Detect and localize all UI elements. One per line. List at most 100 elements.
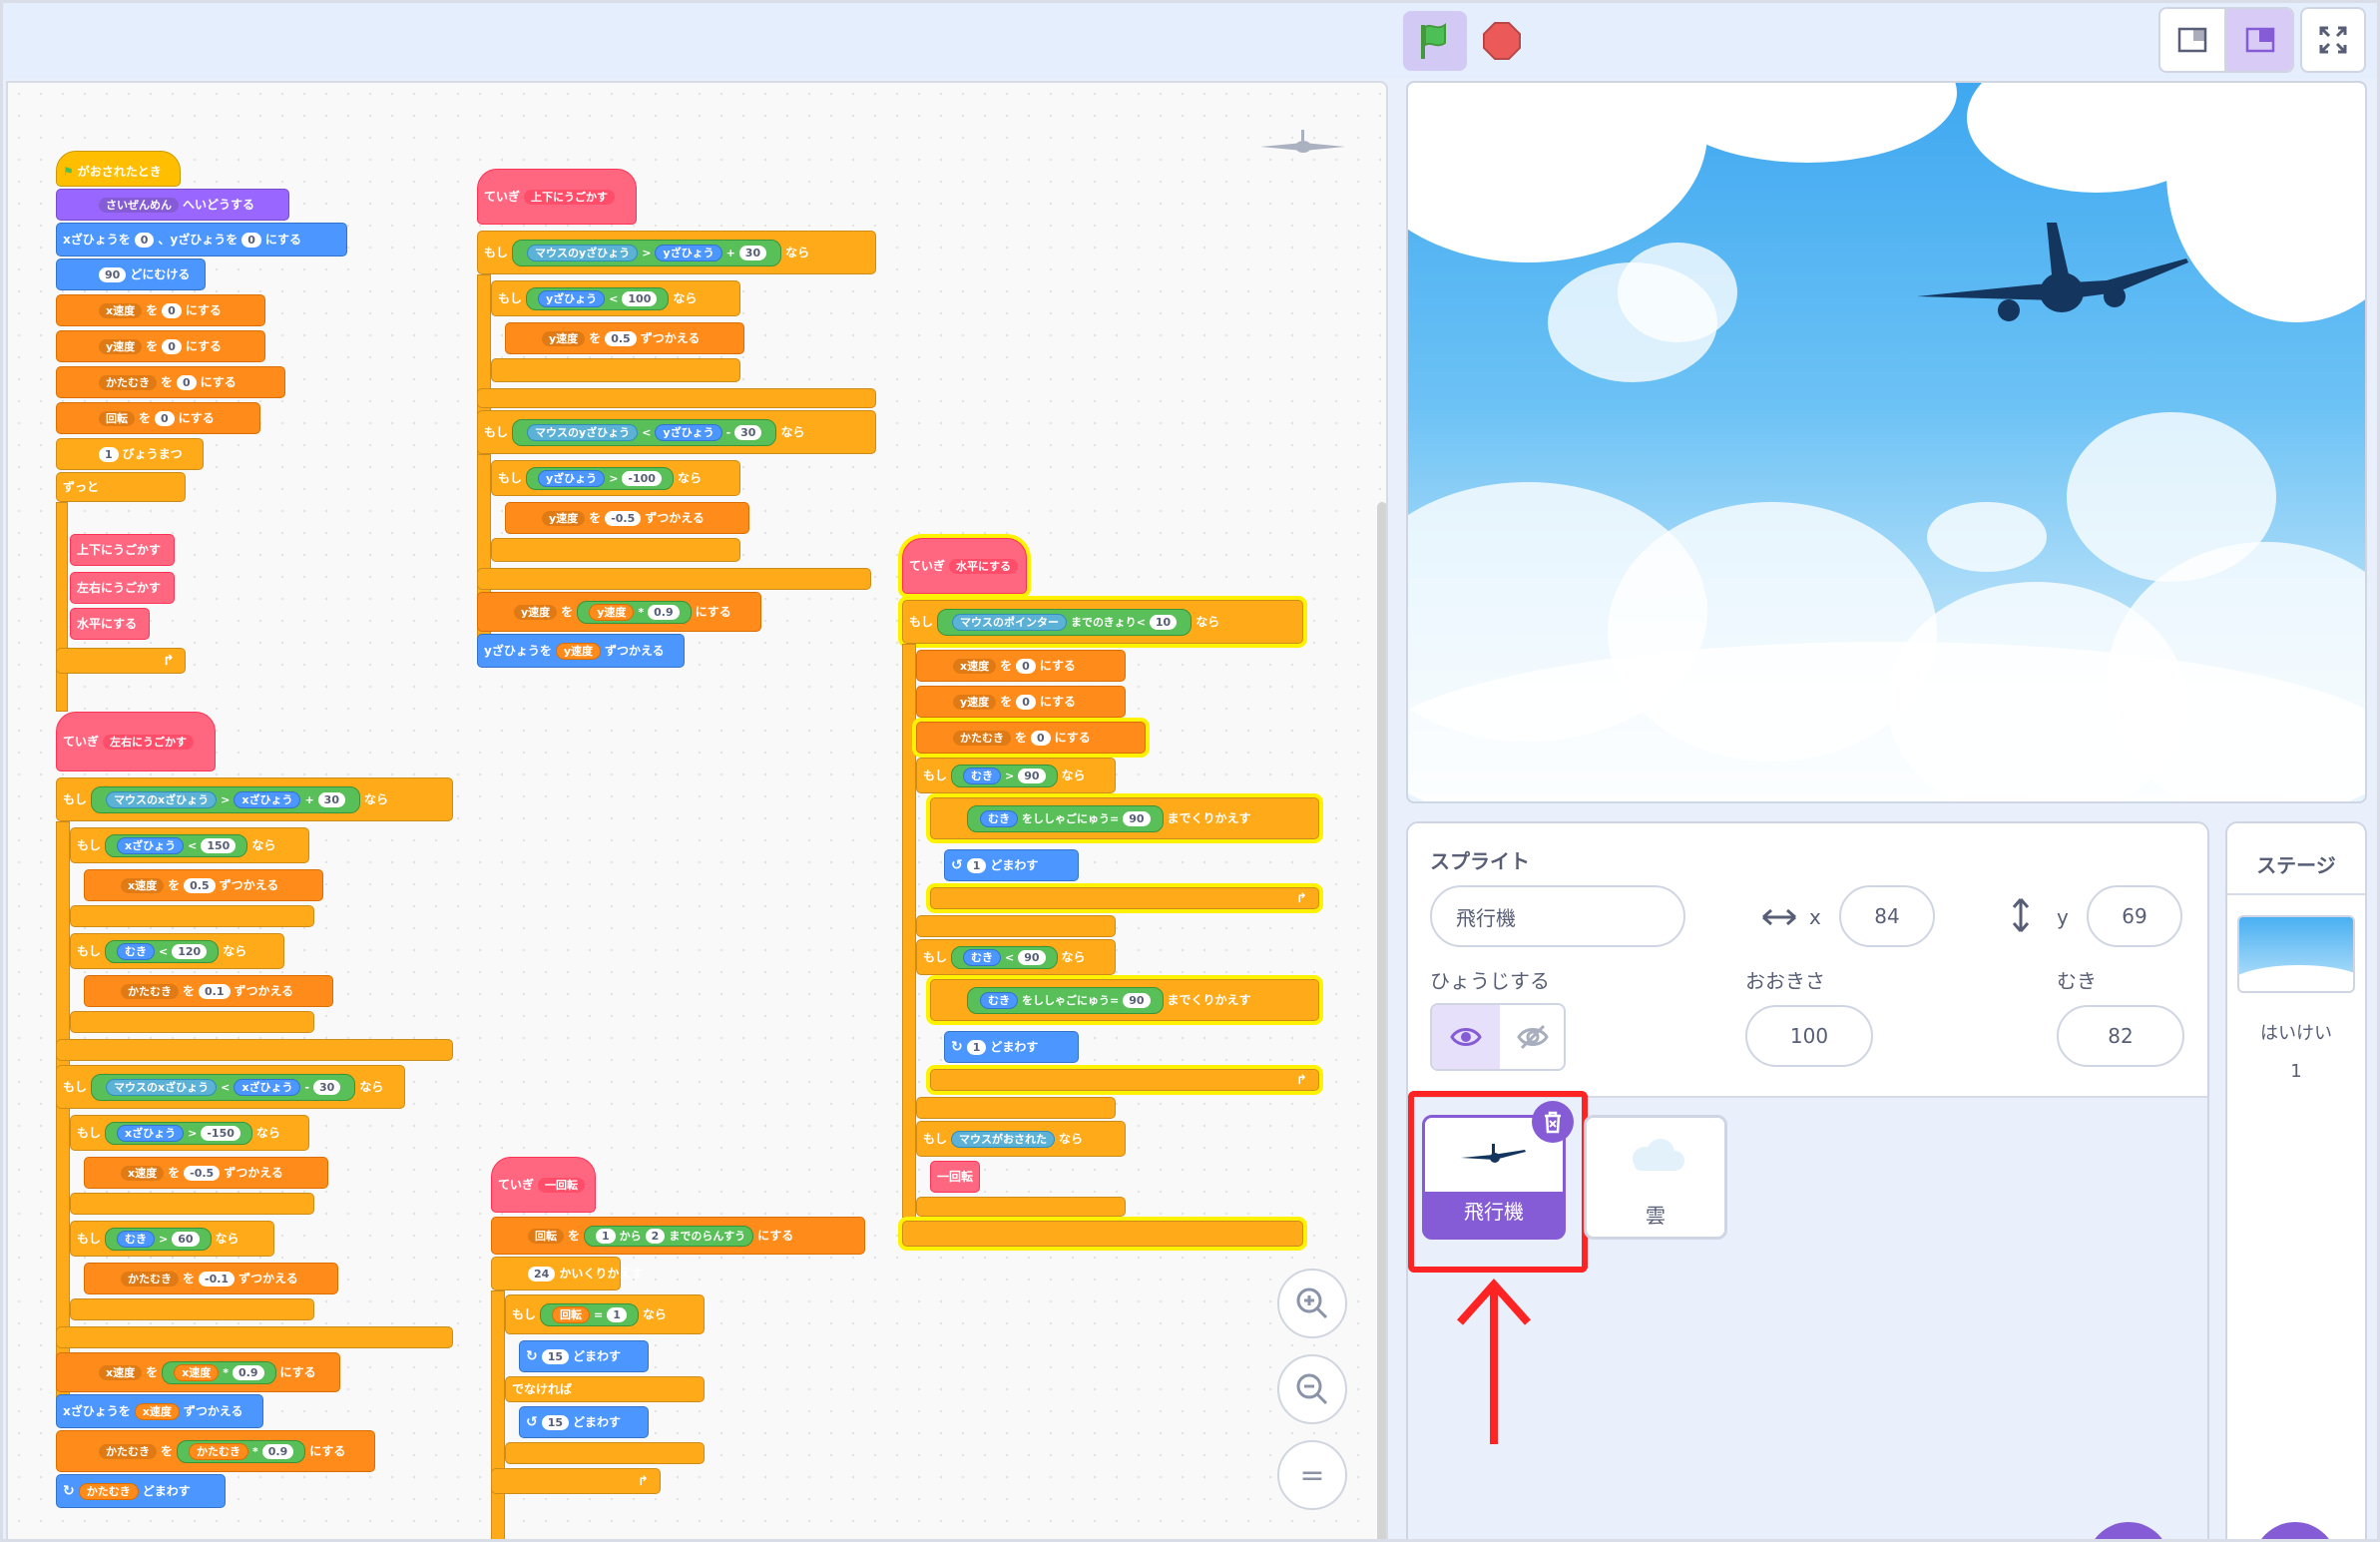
motion-reporter[interactable]: xざひょう xyxy=(234,1078,301,1096)
condition-slot[interactable]: マウスのxざひょう<xざひょう-30 xyxy=(91,1073,356,1101)
motion-reporter[interactable]: むき xyxy=(980,809,1018,827)
value-input[interactable]: 30 xyxy=(313,1079,341,1095)
var-dropdown[interactable]: かたむき xyxy=(99,1443,157,1459)
value-input[interactable]: 30 xyxy=(317,791,345,807)
size-input[interactable]: 100 xyxy=(1745,1005,1873,1067)
call-updown-block[interactable]: 上下にうごかす xyxy=(70,534,175,566)
value-input[interactable]: 0.9 xyxy=(233,1364,264,1380)
if-block[interactable]: もしマウスがおされたなら xyxy=(916,1121,1126,1157)
motion-reporter[interactable]: yざひょう xyxy=(538,289,606,307)
stop-button[interactable] xyxy=(1470,11,1534,71)
delete-sprite-button[interactable] xyxy=(1532,1101,1574,1143)
sensing-reporter[interactable]: マウスのyざひょう xyxy=(527,244,639,261)
motion-reporter[interactable]: むき xyxy=(117,942,156,960)
value-input[interactable]: 30 xyxy=(738,245,767,260)
value-input[interactable]: 0 xyxy=(1016,694,1036,710)
value-input[interactable]: 120 xyxy=(172,943,208,959)
value-input[interactable]: 0.9 xyxy=(261,1443,294,1459)
var-reporter[interactable]: 回転 xyxy=(552,1305,591,1323)
var-reporter[interactable]: x速度 xyxy=(134,1402,180,1420)
value-input[interactable]: 90 xyxy=(1018,768,1046,783)
value-input[interactable]: 0 xyxy=(1016,658,1036,674)
var-dropdown[interactable]: かたむき xyxy=(121,1271,179,1286)
value-input[interactable]: 0 xyxy=(155,410,175,426)
var-reporter[interactable]: かたむき xyxy=(78,1482,139,1500)
normal-stage-button[interactable] xyxy=(2226,9,2292,71)
motion-reporter[interactable]: むき xyxy=(980,991,1018,1009)
show-button[interactable] xyxy=(1432,1005,1500,1069)
go-to-front-block[interactable]: さいぜんめんへいどうする xyxy=(56,189,289,221)
value-input[interactable]: 0.9 xyxy=(648,604,680,620)
condition-slot[interactable]: むき>60 xyxy=(105,1227,212,1251)
value-input[interactable]: -0.1 xyxy=(199,1271,236,1286)
degrees-input[interactable]: 1 xyxy=(966,857,987,873)
value-input[interactable]: 0.5 xyxy=(184,877,216,893)
stage-canvas[interactable] xyxy=(1406,81,2367,803)
condition-slot[interactable]: むきをししゃごにゅう=90 xyxy=(967,986,1164,1014)
zoom-reset-button[interactable]: = xyxy=(1277,1440,1347,1510)
define-updown-block[interactable]: ていぎ上下にうごかす xyxy=(477,169,637,225)
var-dropdown[interactable]: y速度 xyxy=(514,604,558,620)
hide-button[interactable] xyxy=(1500,1005,1564,1069)
sensing-reporter[interactable]: マウスのxざひょう xyxy=(106,790,218,808)
backdrop-thumbnail[interactable] xyxy=(2237,915,2355,993)
sprite-tile-cloud[interactable]: 雲 xyxy=(1584,1115,1727,1240)
var-dropdown[interactable]: y速度 xyxy=(542,510,586,526)
fullscreen-button[interactable] xyxy=(2300,7,2366,73)
var-dropdown[interactable]: かたむき xyxy=(99,374,157,390)
var-dropdown[interactable]: 回転 xyxy=(99,410,135,426)
operator-reporter[interactable]: x速度*0.9 xyxy=(162,1360,276,1384)
var-dropdown[interactable]: x速度 xyxy=(121,1165,165,1181)
sprite-name-input[interactable]: 飛行機 xyxy=(1430,885,1685,947)
condition-slot[interactable]: むき<120 xyxy=(105,939,220,963)
operator-reporter[interactable]: かたむき*0.9 xyxy=(177,1439,306,1463)
zoom-in-button[interactable] xyxy=(1277,1269,1347,1338)
call-level-block[interactable]: 水平にする xyxy=(70,608,150,640)
seconds-input[interactable]: 1 xyxy=(99,446,119,462)
value-input[interactable]: 10 xyxy=(1149,614,1178,630)
motion-reporter[interactable]: むき xyxy=(963,948,1002,966)
when-flag-clicked-block[interactable]: ⚑がおされたとき xyxy=(56,151,181,187)
value-input[interactable]: 90 xyxy=(1018,949,1046,965)
condition-slot[interactable]: マウスのxざひょう>xざひょう+30 xyxy=(91,785,360,813)
motion-reporter[interactable]: むき xyxy=(117,1230,156,1248)
code-scrollbar[interactable] xyxy=(1377,502,1386,1539)
degrees-input[interactable]: 1 xyxy=(966,1039,987,1055)
value-input[interactable]: 60 xyxy=(172,1231,200,1247)
direction-input[interactable]: 90 xyxy=(99,266,127,282)
var-dropdown[interactable]: 回転 xyxy=(528,1228,564,1244)
var-reporter[interactable]: x速度 xyxy=(174,1363,220,1381)
y-input[interactable]: 69 xyxy=(2087,885,2182,947)
add-backdrop-button[interactable] xyxy=(2253,1522,2337,1539)
condition-slot[interactable]: むき>90 xyxy=(951,764,1058,787)
value-input[interactable]: 0 xyxy=(1031,730,1051,746)
value-input[interactable]: 0.5 xyxy=(605,330,637,346)
var-dropdown[interactable]: x速度 xyxy=(99,1364,143,1380)
value-input[interactable]: 2 xyxy=(645,1228,666,1244)
small-stage-button[interactable] xyxy=(2160,9,2226,71)
